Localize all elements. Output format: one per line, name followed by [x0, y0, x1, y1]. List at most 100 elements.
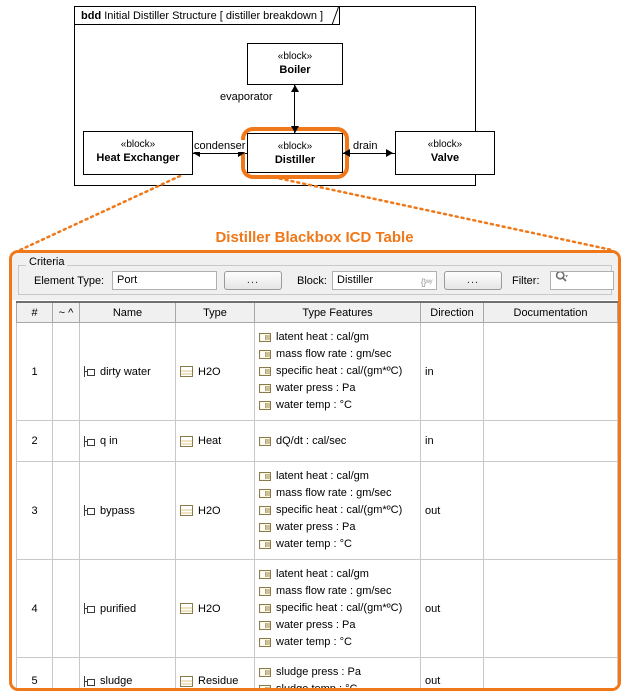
type-feature-text: mass flow rate : gm/sec: [276, 348, 392, 360]
connector-evaporator-arrow-down: [291, 126, 299, 133]
port-name-text: dirty water: [100, 365, 151, 378]
cell-flags: [52, 461, 80, 560]
port-icon: [84, 366, 95, 377]
cell-type[interactable]: H2O: [175, 461, 255, 560]
cell-direction[interactable]: in: [420, 322, 484, 421]
value-property-icon: [259, 638, 271, 647]
connector-drain-arrow-right: [386, 149, 393, 157]
cell-documentation[interactable]: [483, 420, 618, 462]
cell-row-number: 4: [16, 559, 53, 658]
port-icon: [84, 603, 95, 614]
value-property-icon: [259, 401, 271, 410]
value-type-icon: [180, 366, 193, 377]
connector-evaporator-arrow-up: [291, 85, 299, 92]
type-feature-text: water press : Pa: [276, 521, 356, 533]
port-name-text: q in: [100, 435, 118, 447]
block-stereotype-glyph-icon: {}ʷʸ: [420, 277, 433, 287]
port-icon: [84, 435, 95, 447]
cell-direction[interactable]: out: [420, 559, 484, 658]
block-boiler-name: Boiler: [279, 64, 311, 76]
port-name-text: bypass: [100, 504, 135, 517]
type-feature-text: specific heat : cal/(gm*ºC): [276, 365, 403, 377]
connector-drain-arrow-left: [343, 149, 350, 157]
cell-type[interactable]: H2O: [175, 559, 255, 658]
type-feature-text: latent heat : cal/gm: [276, 331, 369, 343]
block-heat-exchanger[interactable]: «block» Heat Exchanger: [83, 131, 193, 175]
cell-documentation[interactable]: [483, 322, 618, 421]
cell-flags: [52, 322, 80, 421]
column-header-flags[interactable]: ~ ^: [52, 301, 80, 323]
block-distiller[interactable]: «block» Distiller: [247, 133, 343, 173]
cell-documentation[interactable]: [483, 461, 618, 560]
cell-direction[interactable]: out: [420, 657, 484, 688]
cell-documentation[interactable]: [483, 559, 618, 658]
port-icon: [84, 505, 95, 516]
cell-type-features[interactable]: dQ/dt : cal/sec: [254, 420, 421, 462]
cell-port-name[interactable]: sludge: [79, 657, 176, 688]
block-heat-exchanger-name: Heat Exchanger: [96, 152, 180, 164]
column-header-direction[interactable]: Direction: [420, 301, 484, 323]
type-feature-item: sludge temp : °C: [259, 681, 416, 691]
cell-port-name[interactable]: q in: [79, 420, 176, 462]
type-feature-text: dQ/dt : cal/sec: [276, 434, 347, 447]
block-valve[interactable]: «block» Valve: [395, 131, 495, 175]
type-feature-item: specific heat : cal/(gm*ºC): [259, 363, 416, 380]
cell-type-features[interactable]: sludge press : Pa sludge temp : °C: [254, 657, 421, 691]
type-name-text: H2O: [198, 365, 221, 378]
type-feature-text: latent heat : cal/gm: [276, 568, 369, 580]
cell-type[interactable]: H2O: [175, 322, 255, 421]
type-name-text: H2O: [198, 504, 221, 517]
type-feature-item: water temp : °C: [259, 536, 416, 553]
value-property-icon: [259, 489, 271, 498]
column-header-name[interactable]: Name: [79, 301, 176, 323]
block-distiller-name: Distiller: [274, 154, 316, 166]
element-type-browse-button[interactable]: ...: [224, 271, 282, 290]
type-feature-text: sludge temp : °C: [276, 683, 358, 691]
connector-drain-label: drain: [353, 140, 378, 152]
cell-documentation[interactable]: [483, 657, 618, 688]
value-property-icon: [259, 570, 271, 579]
cell-port-name[interactable]: bypass: [79, 461, 176, 560]
column-header-type[interactable]: Type: [175, 301, 255, 323]
bdd-diagram-frame: bdd Initial Distiller Structure [ distil…: [74, 6, 495, 186]
cell-type[interactable]: Heat: [175, 420, 255, 462]
type-name-text: H2O: [198, 602, 221, 615]
block-browse-button[interactable]: ...: [444, 271, 502, 290]
connector-condenser-arrow-left: [193, 149, 200, 157]
block-valve-name: Valve: [430, 152, 460, 164]
value-type-icon: [180, 435, 193, 447]
value-property-icon: [259, 668, 271, 677]
filter-input[interactable]: [550, 271, 614, 290]
column-header-documentation[interactable]: Documentation: [483, 301, 618, 323]
type-feature-item: sludge press : Pa: [259, 664, 416, 681]
connector-drain-line: [343, 153, 395, 154]
cell-type-features[interactable]: latent heat : cal/gm mass flow rate : gm/…: [254, 322, 421, 421]
type-feature-item: specific heat : cal/(gm*ºC): [259, 502, 416, 519]
value-property-icon: [259, 472, 271, 481]
value-type-icon: [180, 675, 193, 687]
type-feature-item: mass flow rate : gm/sec: [259, 346, 416, 363]
element-type-input[interactable]: Port: [112, 271, 217, 290]
block-input[interactable]: Distiller {}ʷʸ: [332, 271, 437, 290]
type-feature-item: latent heat : cal/gm: [259, 468, 416, 485]
value-property-icon: [259, 604, 271, 613]
cell-type[interactable]: Residue: [175, 657, 255, 688]
column-header-number[interactable]: #: [16, 301, 53, 323]
block-distiller-stereotype: «block»: [277, 141, 313, 152]
cell-direction[interactable]: in: [420, 420, 484, 462]
type-feature-item: water press : Pa: [259, 617, 416, 634]
cell-port-name[interactable]: dirty water: [79, 322, 176, 421]
cell-direction[interactable]: out: [420, 461, 484, 560]
column-header-type-features[interactable]: Type Features: [254, 301, 421, 323]
type-feature-text: water temp : °C: [276, 538, 352, 550]
block-boiler[interactable]: «block» Boiler: [247, 43, 343, 85]
cell-port-name[interactable]: purified: [79, 559, 176, 658]
block-input-value: Distiller: [337, 274, 374, 286]
